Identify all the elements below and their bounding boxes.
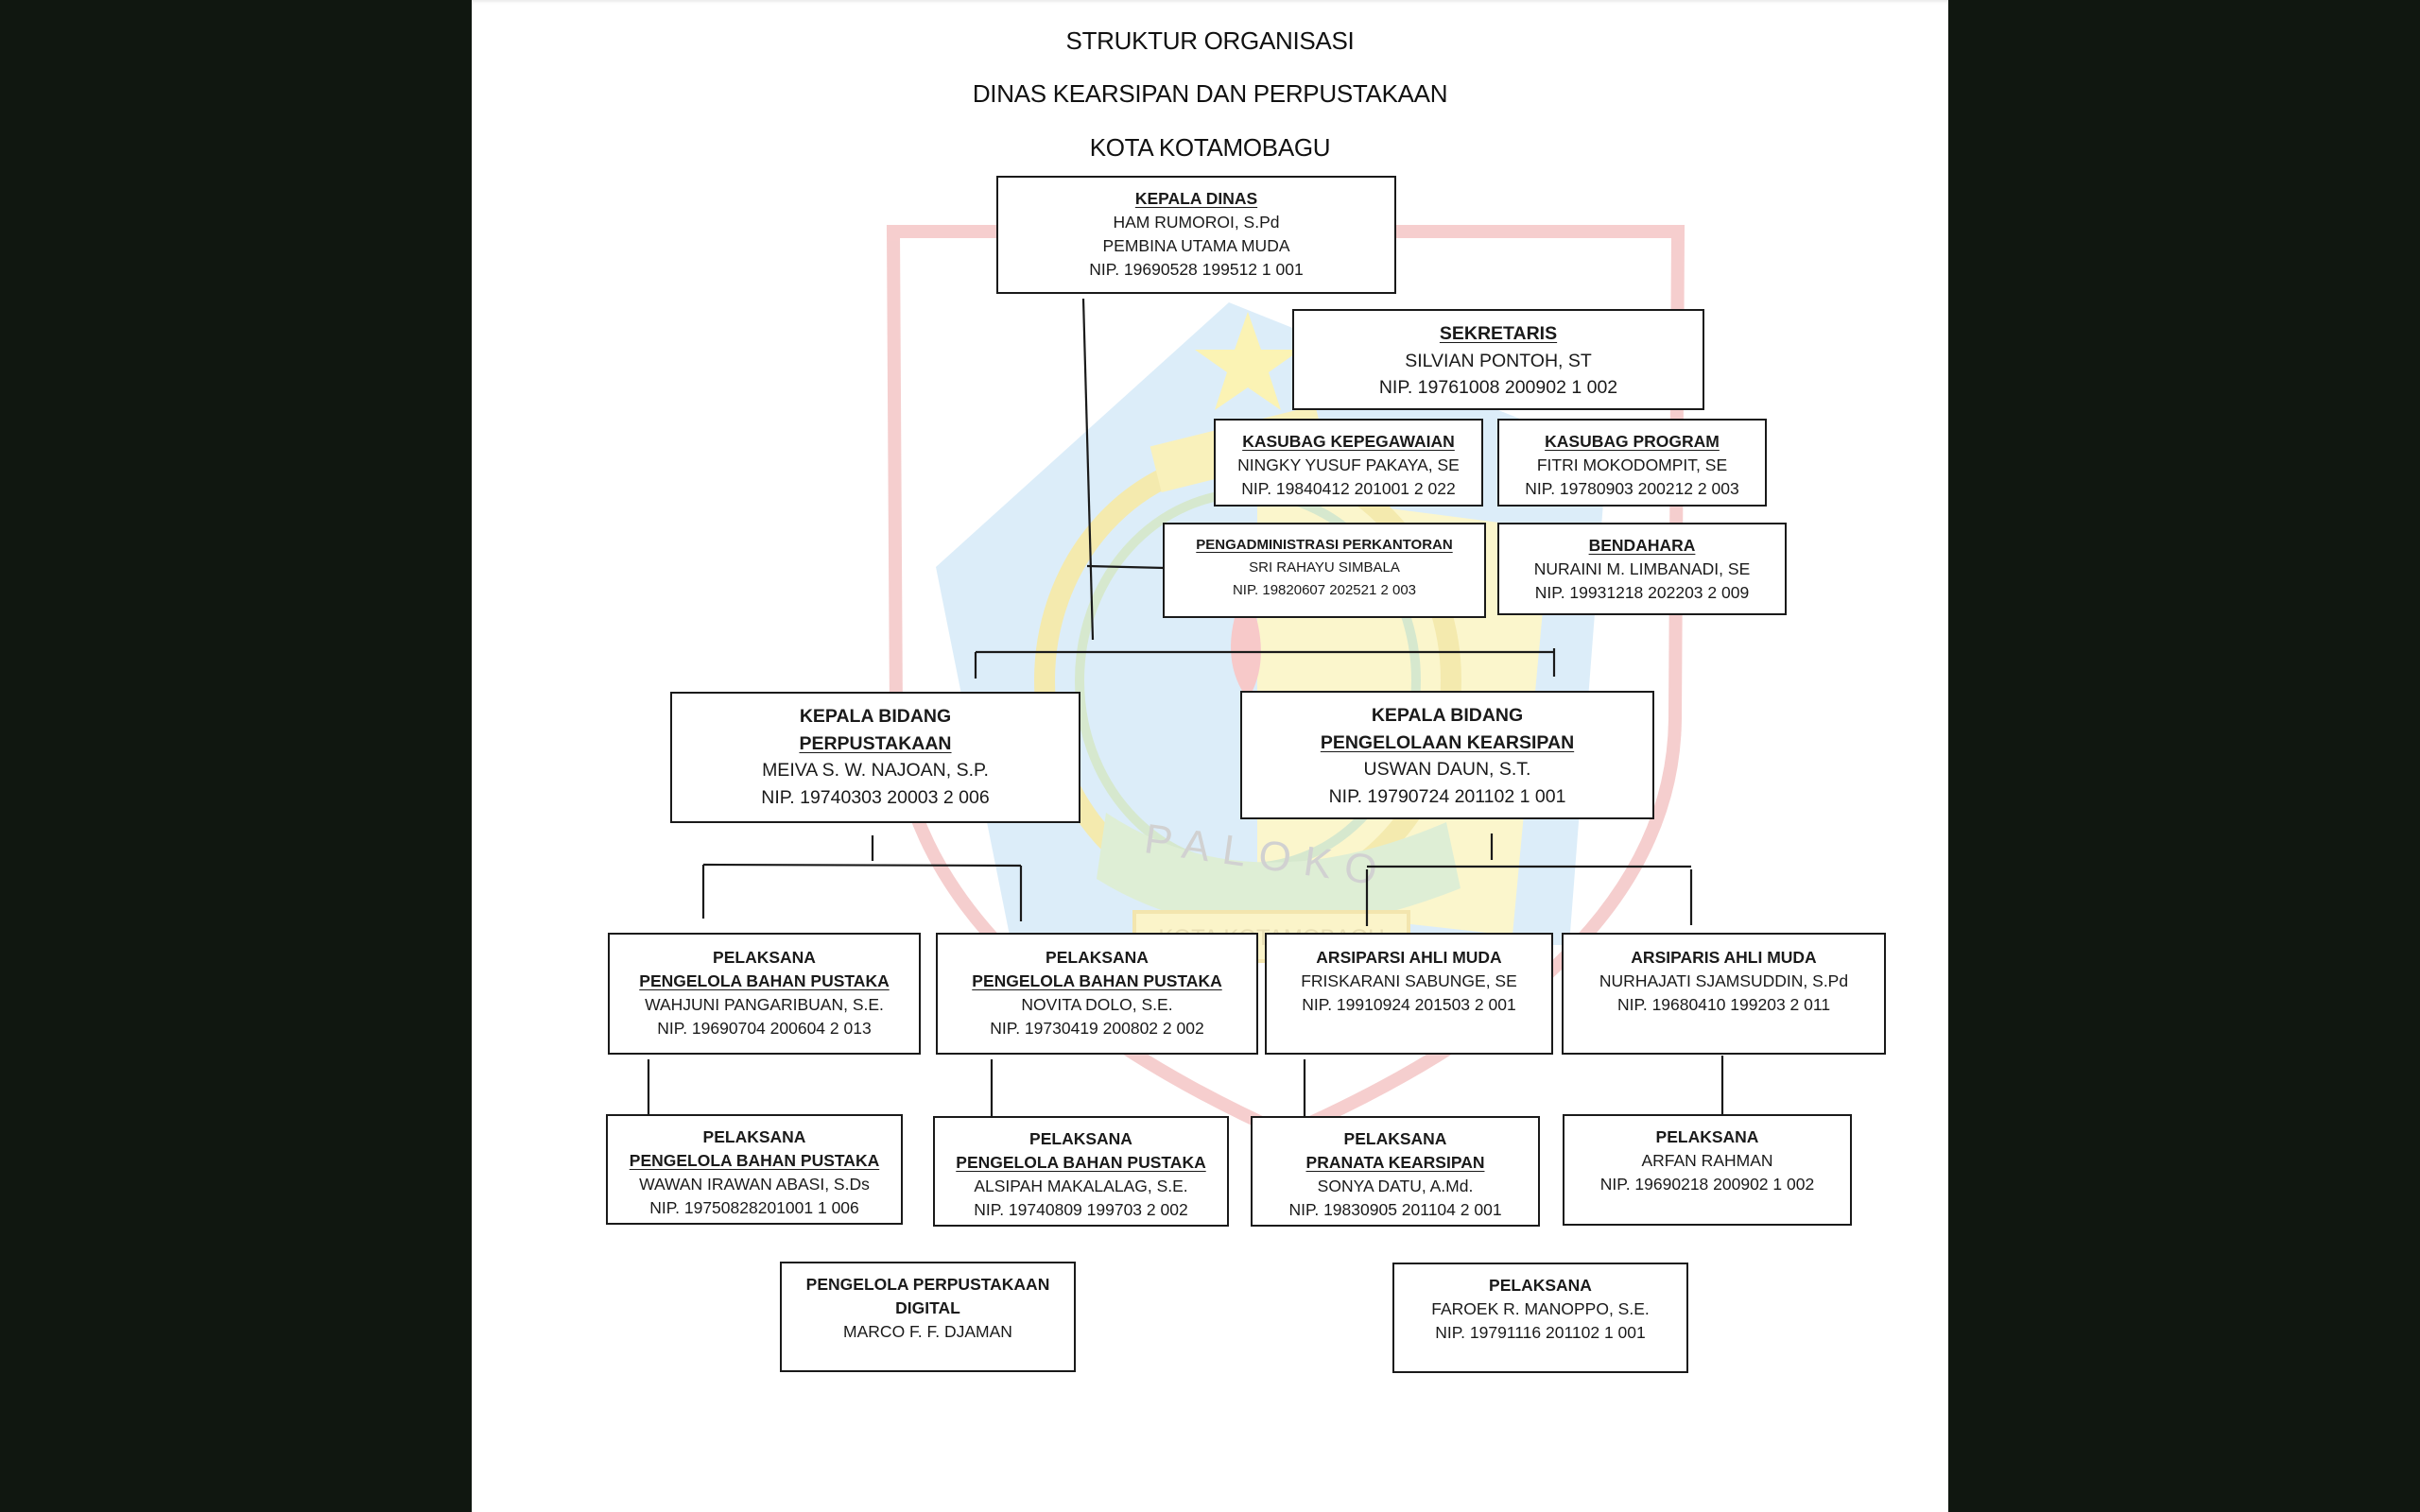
org-box-kabid-perpustakaan[interactable]: KEPALA BIDANG PERPUSTAKAAN MEIVA S. W. N… [670,692,1080,823]
person-nip: NIP. 19761008 200902 1 002 [1378,377,1618,398]
division-name: PENGELOLA BAHAN PUSTAKA [972,971,1222,990]
position-title: PENGADMINISTRASI PERKANTORAN [1196,537,1453,553]
person-name: HAM RUMOROI, S.Pd [1113,213,1280,232]
chart-title-line-1: STRUKTUR ORGANISASI [1065,26,1355,55]
org-box-sekretaris[interactable]: SEKRETARIS SILVIAN PONTOH, ST NIP. 19761… [1292,309,1704,410]
position-title: PELAKSANA [1046,948,1149,967]
person-nip: NIP. 19680410 199203 2 011 [1616,995,1831,1014]
person-nip: NIP. 19830905 201104 2 001 [1288,1200,1502,1219]
person-name: NOVITA DOLO, S.E. [1021,995,1173,1014]
person-name: SILVIAN PONTOH, ST [1405,350,1592,371]
position-title: PELAKSANA [702,1127,806,1146]
org-box-pengelola-perpustakaan-digital[interactable]: PENGELOLA PERPUSTAKAAN DIGITAL MARCO F. … [780,1262,1076,1372]
org-box-pelaksana-novita[interactable]: PELAKSANA PENGELOLA BAHAN PUSTAKA NOVITA… [936,933,1258,1055]
position-title: SEKRETARIS [1439,323,1558,344]
position-title: PELAKSANA [713,948,816,967]
person-name: NINGKY YUSUF PAKAYA, SE [1237,455,1460,474]
person-nip: NIP. 19910924 201503 2 001 [1302,995,1516,1014]
person-name: MARCO F. F. DJAMAN [843,1322,1012,1341]
person-nip: NIP. 19931218 202203 2 009 [1534,583,1750,602]
org-box-pelaksana-arfan[interactable]: PELAKSANA ARFAN RAHMAN NIP. 19690218 200… [1563,1114,1852,1226]
person-nip: NIP. 19690218 200902 1 002 [1599,1175,1815,1194]
person-name: NURHAJATI SJAMSUDDIN, S.Pd [1599,971,1849,990]
position-title: ARSIPARSI AHLI MUDA [1316,948,1502,967]
chart-title-line-3: KOTA KOTAMOBAGU [1089,133,1331,162]
org-box-kabid-kearsipan[interactable]: KEPALA BIDANG PENGELOLAAN KEARSIPAN USWA… [1240,691,1654,819]
division-name: PRANATA KEARSIPAN [1305,1153,1485,1172]
person-nip: NIP. 19750828201001 1 006 [649,1198,859,1217]
org-box-pengadministrasi-perkantoran[interactable]: PENGADMINISTRASI PERKANTORAN SRI RAHAYU … [1163,523,1486,618]
position-title: ARSIPARIS AHLI MUDA [1631,948,1817,967]
person-name: MEIVA S. W. NAJOAN, S.P. [762,760,989,781]
person-nip: NIP. 19840412 201001 2 022 [1241,479,1456,498]
position-title: KEPALA DINAS [1134,189,1258,208]
org-box-bendahara[interactable]: BENDAHARA NURAINI M. LIMBANADI, SE NIP. … [1497,523,1787,615]
person-nip: NIP. 19780903 200212 2 003 [1525,479,1739,498]
org-box-kasubag-kepegawaian[interactable]: KASUBAG KEPEGAWAIAN NINGKY YUSUF PAKAYA,… [1214,419,1483,507]
person-name: NURAINI M. LIMBANADI, SE [1533,559,1751,578]
person-nip: NIP. 19690528 199512 1 001 [1089,260,1304,279]
person-nip: NIP. 19820607 202521 2 003 [1232,582,1417,598]
org-box-pelaksana-wawan[interactable]: PELAKSANA PENGELOLA BAHAN PUSTAKA WAWAN … [606,1114,903,1225]
position-title: KEPALA BIDANG [799,706,952,727]
org-box-pelaksana-wahjuni[interactable]: PELAKSANA PENGELOLA BAHAN PUSTAKA WAHJUN… [608,933,921,1055]
org-box-pelaksana-alsipah[interactable]: PELAKSANA PENGELOLA BAHAN PUSTAKA ALSIPA… [933,1116,1229,1227]
org-box-arsiparis-friskarani[interactable]: ARSIPARSI AHLI MUDA FRISKARANI SABUNGE, … [1265,933,1553,1055]
division-name: PENGELOLA BAHAN PUSTAKA [639,971,890,990]
position-title: KEPALA BIDANG [1371,705,1524,726]
org-box-kasubag-program[interactable]: KASUBAG PROGRAM FITRI MOKODOMPIT, SE NIP… [1497,419,1767,507]
position-title: PELAKSANA [1489,1276,1592,1295]
person-nip: NIP. 19740809 199703 2 002 [974,1200,1188,1219]
person-name: FRISKARANI SABUNGE, SE [1301,971,1517,990]
position-title: BENDAHARA [1588,536,1696,555]
position-title: PENGELOLA PERPUSTAKAAN [805,1275,1050,1294]
person-nip: NIP. 19690704 200604 2 013 [657,1019,872,1038]
person-name: USWAN DAUN, S.T. [1363,759,1531,780]
division-name: PENGELOLA BAHAN PUSTAKA [629,1151,880,1170]
person-name: WAWAN IRAWAN ABASI, S.Ds [639,1175,870,1194]
division-name: PENGELOLAAN KEARSIPAN [1320,731,1575,753]
org-box-arsiparis-nurhajati[interactable]: ARSIPARIS AHLI MUDA NURHAJATI SJAMSUDDIN… [1562,933,1886,1055]
person-name: FITRI MOKODOMPIT, SE [1536,455,1728,474]
person-rank: PEMBINA UTAMA MUDA [1102,236,1290,255]
person-nip: NIP. 19790724 201102 1 001 [1328,785,1566,807]
position-title: PELAKSANA [1343,1129,1447,1148]
division-name: PERPUSTAKAAN [799,732,952,754]
person-nip: NIP. 19791116 201102 1 001 [1435,1323,1646,1342]
person-name: SONYA DATU, A.Md. [1317,1177,1474,1195]
division-name: PENGELOLA BAHAN PUSTAKA [956,1153,1206,1172]
position-title: KASUBAG KEPEGAWAIAN [1242,432,1455,451]
position-title-line-2: DIGITAL [895,1298,960,1317]
position-title: KASUBAG PROGRAM [1545,432,1720,451]
position-title: PELAKSANA [1655,1127,1759,1146]
person-name: SRI RAHAYU SIMBALA [1249,559,1400,576]
person-name: ARFAN RAHMAN [1641,1151,1773,1170]
person-nip: NIP. 19730419 200802 2 002 [990,1019,1204,1038]
person-name: WAHJUNI PANGARIBUAN, S.E. [645,995,884,1014]
person-nip: NIP. 19740303 20003 2 006 [761,786,990,808]
chart-title-line-2: DINAS KEARSIPAN DAN PERPUSTAKAAN [972,79,1448,108]
org-box-pelaksana-sonya[interactable]: PELAKSANA PRANATA KEARSIPAN SONYA DATU, … [1251,1116,1540,1227]
org-box-kepala-dinas[interactable]: KEPALA DINAS HAM RUMOROI, S.Pd PEMBINA U… [996,176,1396,294]
person-name: FAROEK R. MANOPPO, S.E. [1431,1299,1650,1318]
org-box-pelaksana-faroek[interactable]: PELAKSANA FAROEK R. MANOPPO, S.E. NIP. 1… [1392,1263,1688,1373]
position-title: PELAKSANA [1029,1129,1132,1148]
person-name: ALSIPAH MAKALALAG, S.E. [974,1177,1188,1195]
